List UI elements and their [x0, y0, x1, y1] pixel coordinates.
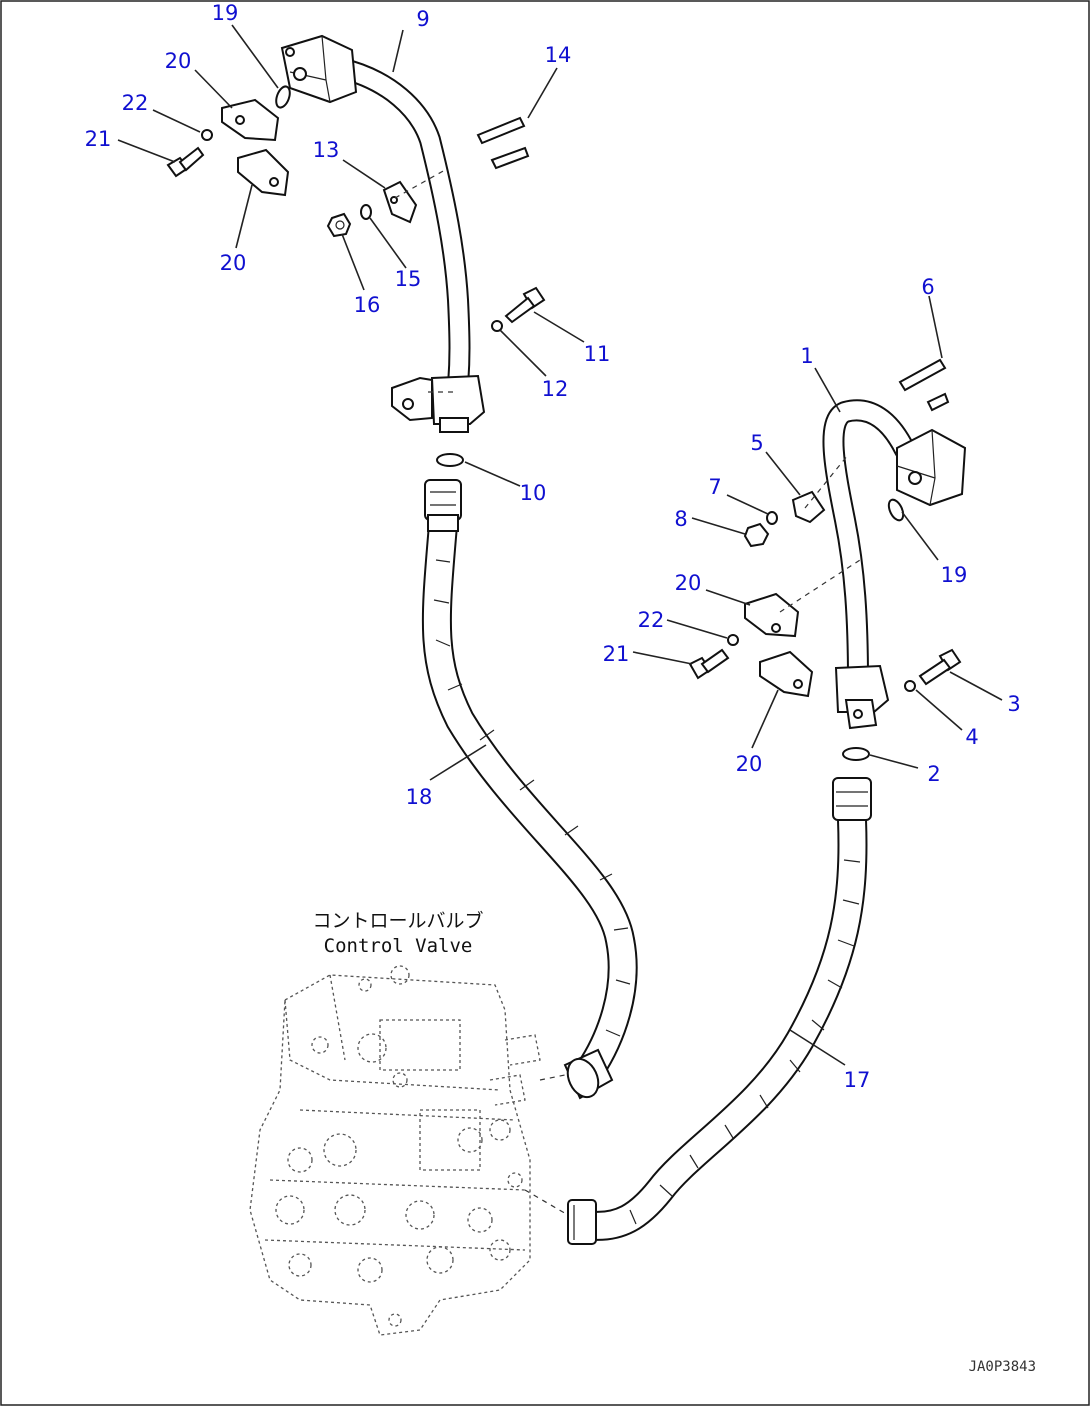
- washer-4: [904, 680, 916, 692]
- assembly-lines: [394, 169, 861, 1216]
- callout-9: 9: [416, 7, 429, 31]
- washer-22-upper: [201, 129, 213, 141]
- callout-16: 16: [354, 293, 381, 317]
- clamp-20-upper-a: [221, 98, 280, 142]
- leader-lines: [117, 24, 1003, 1066]
- pipe-9: [280, 34, 486, 433]
- control-valve-label-en: Control Valve: [324, 935, 473, 957]
- callout-12: 12: [542, 377, 569, 401]
- callout-8: 8: [674, 507, 687, 531]
- callout-19-right: 19: [941, 563, 968, 587]
- nut-8: [743, 522, 770, 548]
- plate-13: [382, 180, 418, 224]
- callout-3: 3: [1007, 692, 1020, 716]
- callout-7: 7: [708, 475, 721, 499]
- o-ring-19-upper: [275, 85, 291, 109]
- washer-7: [766, 511, 778, 525]
- washer-22-right: [727, 634, 739, 646]
- control-valve-label-jp: コントロールバルブ: [312, 909, 483, 932]
- callout-6: 6: [921, 275, 934, 299]
- callout-20-upper-b: 20: [220, 251, 247, 275]
- hose-17: [567, 777, 872, 1245]
- o-ring-10: [436, 453, 464, 467]
- callout-13: 13: [313, 138, 340, 162]
- drawing-code: JA0P3843: [969, 1359, 1036, 1375]
- o-ring-19-right: [887, 498, 905, 522]
- callout-20-right-b: 20: [736, 752, 763, 776]
- callout-10: 10: [520, 481, 547, 505]
- callout-4: 4: [965, 725, 978, 749]
- callout-15: 15: [395, 267, 422, 291]
- callout-21-right: 21: [603, 642, 630, 666]
- callout-5: 5: [750, 431, 763, 455]
- nut-16: [326, 212, 352, 238]
- callout-17: 17: [844, 1068, 871, 1092]
- callout-22-right: 22: [638, 608, 665, 632]
- callout-20-right-a: 20: [675, 571, 702, 595]
- callout-19-upper: 19: [212, 1, 239, 25]
- control-valve-body: [249, 965, 541, 1336]
- plate-5: [791, 490, 826, 524]
- callout-21-upper: 21: [85, 127, 112, 151]
- hose-18: [421, 479, 638, 1100]
- washer-15: [360, 204, 372, 220]
- callout-1: 1: [800, 344, 813, 368]
- callout-14: 14: [545, 43, 572, 67]
- clamp-20-right-b: [759, 650, 814, 698]
- callout-2: 2: [927, 762, 940, 786]
- u-bolt-14: [476, 115, 543, 170]
- u-bolt-6: [898, 357, 965, 412]
- pipe-1: [822, 399, 967, 730]
- callout-22-upper: 22: [122, 91, 149, 115]
- clamp-20-upper-b: [237, 148, 290, 197]
- callout-18: 18: [406, 785, 433, 809]
- callout-11: 11: [584, 342, 611, 366]
- washer-12: [491, 320, 503, 332]
- o-ring-2: [842, 747, 870, 761]
- clamp-20-right-a: [744, 592, 800, 638]
- callout-20-upper-a: 20: [165, 49, 192, 73]
